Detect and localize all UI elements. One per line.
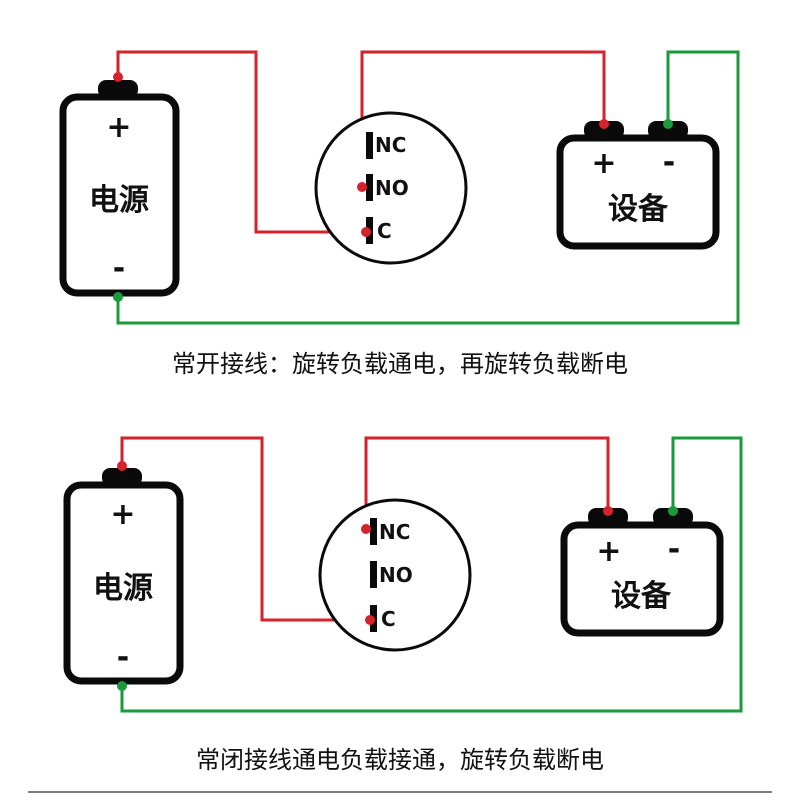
power-plus-sign: + [106, 110, 131, 145]
power-label: 电源 [89, 183, 149, 218]
caption-bottom: 常闭接线通电负载接通，旋转负载断电 [196, 746, 604, 774]
switch-nc-label: NC [379, 520, 410, 544]
power-body [63, 481, 184, 685]
dot-device-minus [663, 119, 673, 129]
rotary-switch: NC NO C [318, 498, 472, 652]
wire-device-minus-to-power-minus [120, 436, 743, 713]
dot-power-minus [117, 681, 127, 691]
switch-c-label: C [381, 607, 396, 631]
dot-device-plus [599, 119, 609, 129]
device-minus-sign: - [668, 532, 680, 567]
device-body [560, 521, 724, 637]
diagram-normally-closed: + 电源 - NC NO C + - 设备 常闭接 [63, 436, 743, 774]
wire-power-plus-to-switch-c [120, 436, 370, 622]
device: + - 设备 [556, 121, 720, 250]
device-label: 设备 [611, 579, 672, 614]
power-supply: + 电源 - [63, 468, 184, 685]
power-minus-sign: - [117, 640, 129, 675]
caption-top: 常开接线：旋转负载通电，再旋转负载断电 [172, 350, 628, 378]
device-plus-sign: + [596, 534, 621, 569]
dot-device-minus [668, 506, 678, 516]
power-label: 电源 [93, 571, 153, 606]
switch-body [318, 498, 472, 652]
switch-body [314, 111, 468, 265]
dot-device-plus [603, 506, 613, 516]
wire-power-plus-to-switch-c [116, 50, 368, 234]
wire-switch-nc-to-device-plus [364, 436, 610, 529]
device-body [556, 134, 720, 250]
dot-power-plus [117, 461, 127, 471]
device: + - 设备 [560, 508, 724, 637]
rotary-switch: NC NO C [314, 111, 468, 265]
dot-switch-nc [361, 524, 371, 534]
switch-contact-no [370, 561, 377, 588]
switch-no-label: NO [375, 176, 409, 200]
device-minus-sign: - [663, 145, 675, 180]
power-minus-sign: - [113, 251, 125, 286]
switch-c-label: C [377, 219, 392, 243]
power-supply: + 电源 - [59, 80, 180, 297]
wire-device-minus-to-power-minus [116, 50, 740, 325]
switch-nc-label: NC [375, 133, 406, 157]
power-plus-sign: + [110, 497, 135, 532]
dot-power-minus [113, 292, 123, 302]
dot-switch-c [361, 227, 371, 237]
switch-contact-nc [370, 518, 377, 545]
diagram-normally-open: + 电源 - NC NO C + - 设备 常开接 [59, 50, 740, 378]
switch-contact-no [366, 174, 373, 201]
dot-power-plus [113, 72, 123, 82]
device-label: 设备 [608, 192, 669, 227]
switch-no-label: NO [379, 563, 413, 587]
switch-contact-nc [366, 132, 373, 159]
dot-switch-no [357, 182, 367, 192]
device-plus-sign: + [591, 146, 616, 181]
dot-switch-c [365, 615, 375, 625]
